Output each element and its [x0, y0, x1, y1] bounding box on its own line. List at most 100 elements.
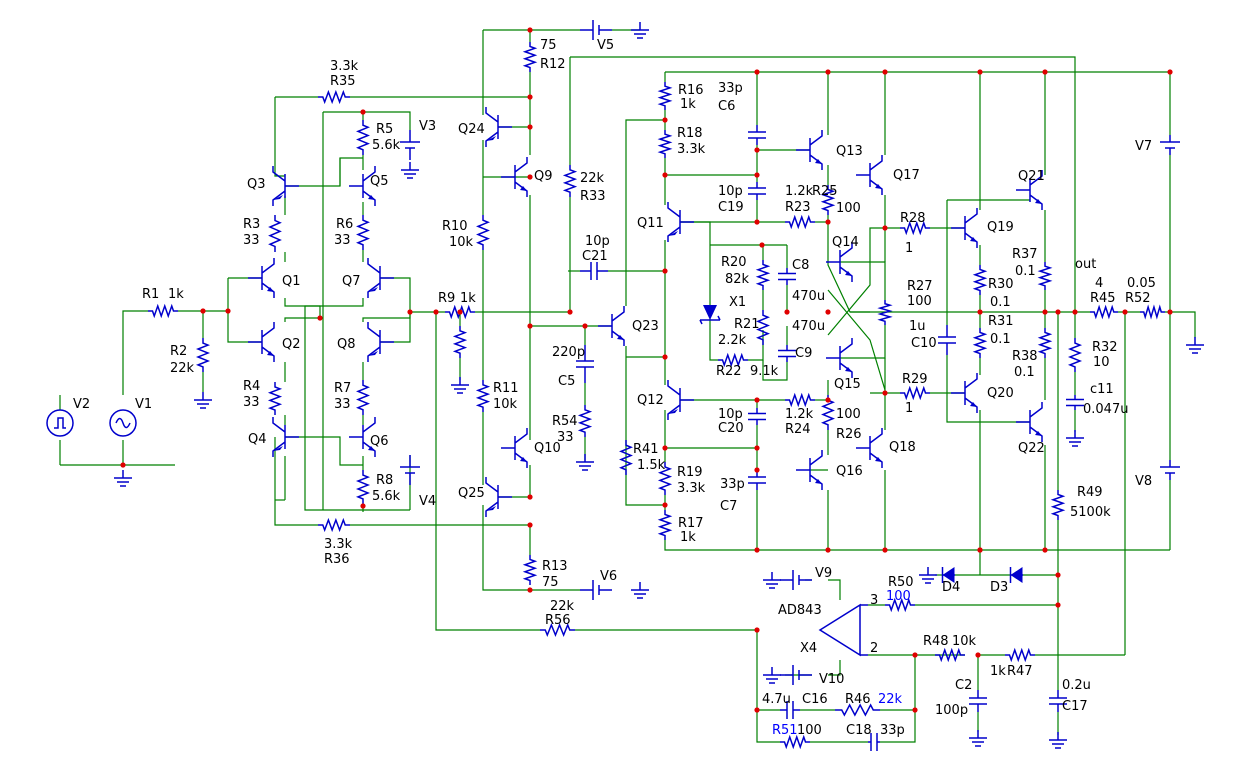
label: R54: [552, 414, 578, 429]
label: 0.1: [1014, 365, 1035, 380]
resistor-r4: [267, 382, 283, 415]
label: R10: [442, 219, 468, 234]
label: C19: [718, 200, 744, 215]
wire: [570, 56, 1076, 312]
resistor-r16: [657, 82, 673, 110]
capacitor-c6: [748, 125, 766, 145]
label: 1.5k: [637, 458, 666, 473]
label: R3: [243, 217, 260, 232]
label: Q12: [637, 393, 664, 408]
wire: [625, 119, 665, 306]
junction-node: [662, 502, 668, 508]
label: R2: [170, 344, 187, 359]
junction-node: [977, 309, 983, 315]
ground-icon: [631, 582, 649, 599]
junction-node: [1167, 69, 1173, 75]
junction-node: [754, 219, 760, 225]
resistor-r33: [562, 165, 578, 197]
label: Q15: [834, 377, 861, 392]
wire: [946, 355, 1030, 423]
capacitor-c16: [780, 701, 800, 719]
resistor-r49: [1050, 490, 1066, 520]
resistor-r51: [780, 734, 810, 750]
label: D3: [990, 580, 1008, 595]
ground-icon: [451, 377, 469, 394]
label: V7: [1135, 139, 1152, 154]
label: R5: [376, 122, 393, 137]
capacitor-c19: [748, 182, 766, 200]
transistor-q5: [349, 166, 376, 206]
transistor-q3: [272, 166, 299, 206]
label: Q24: [458, 122, 485, 137]
label: 22k: [580, 171, 605, 186]
transistor-q13: [796, 130, 823, 170]
label: 470u: [792, 289, 825, 304]
label: 33p: [720, 477, 745, 492]
wire: [840, 325, 886, 359]
label: R37: [1012, 247, 1038, 262]
label: R52: [1125, 291, 1151, 306]
resistor-r17: [657, 510, 673, 540]
wire: [323, 111, 411, 130]
resistor-r5: [356, 120, 370, 155]
label: 100: [836, 201, 861, 216]
capacitor-c17: [1049, 690, 1067, 712]
wire: [274, 437, 318, 526]
label: out: [1075, 257, 1096, 272]
label: C8: [792, 258, 809, 273]
transistor-q2: [248, 322, 275, 362]
resistor-r41: [619, 440, 633, 475]
label: 82k: [725, 272, 750, 287]
resistor-r1: [148, 303, 178, 319]
label: 10k: [493, 397, 518, 412]
label: 4: [1095, 276, 1103, 291]
junction-node: [527, 587, 533, 593]
junction-node: [1042, 69, 1048, 75]
label: 3.3k: [677, 142, 706, 157]
resistor-r54: [577, 405, 593, 437]
label: R11: [493, 381, 519, 396]
junction-node: [1167, 309, 1173, 315]
resistor-r32: [1067, 338, 1083, 372]
resistor-r6: [356, 215, 370, 250]
resistor-r25: [820, 185, 836, 215]
junction-node: [1042, 547, 1048, 553]
label: R24: [785, 422, 811, 437]
label: C16: [802, 692, 828, 707]
label: C2: [955, 678, 972, 693]
label: R6: [336, 217, 353, 232]
label: 0.047u: [1083, 402, 1128, 417]
junction-node: [754, 467, 760, 473]
label: 75: [540, 38, 557, 53]
transistor-q11: [667, 202, 694, 242]
zener-diode-x1: [699, 305, 721, 325]
capacitor-c7: [748, 470, 766, 490]
label: R20: [721, 255, 747, 270]
label: Q22: [1018, 441, 1045, 456]
wires: [59, 29, 1196, 743]
label: 33p: [718, 81, 743, 96]
wire: [284, 317, 320, 322]
junction-node: [977, 69, 983, 75]
label: C9: [795, 346, 812, 361]
label: C17: [1062, 699, 1088, 714]
label: R33: [580, 189, 606, 204]
junction-node: [754, 707, 760, 713]
label: V3: [419, 119, 436, 134]
label: 1u: [909, 319, 926, 334]
resistor-r47: [1005, 647, 1035, 663]
resistor-r45: [1090, 304, 1118, 320]
junction-node: [527, 27, 533, 33]
transistor-q19: [951, 208, 978, 248]
junction-node: [759, 242, 765, 248]
resistor-r21: [756, 310, 770, 345]
transistor-q22: [1016, 402, 1043, 442]
capacitor-c11: [1066, 395, 1084, 410]
label: 0.1: [990, 332, 1011, 347]
ground-icon: [631, 22, 649, 39]
label: R56: [545, 613, 571, 628]
label: Q4: [248, 432, 267, 447]
capacitor-c9: [778, 345, 796, 362]
transistor-q14: [826, 242, 853, 282]
label: 10p: [718, 184, 743, 199]
